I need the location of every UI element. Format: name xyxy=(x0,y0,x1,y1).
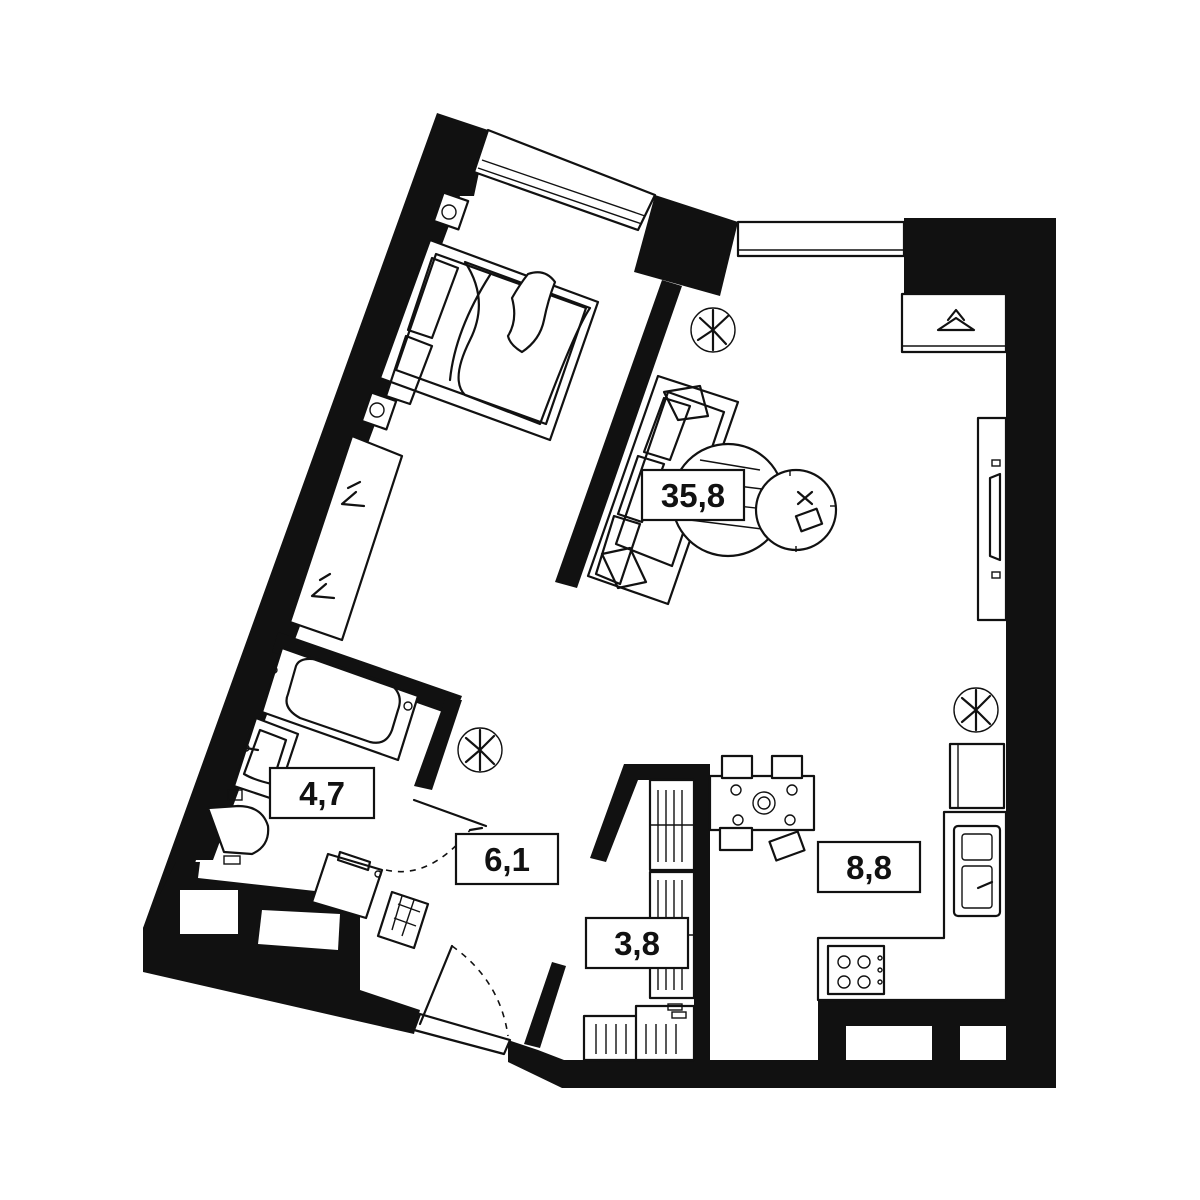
toilet xyxy=(206,789,270,865)
bed xyxy=(360,191,600,442)
entry-wardrobe xyxy=(900,292,1008,354)
plant xyxy=(690,307,736,353)
shoe-rack xyxy=(376,890,430,950)
area-label-storage: 3,8 xyxy=(584,916,690,970)
bathtub xyxy=(260,646,420,762)
area-label-kitchen: 8,8 xyxy=(816,840,922,894)
coffee-table xyxy=(754,468,838,552)
area-label-bathroom: 4,7 xyxy=(268,766,376,820)
washing-machine xyxy=(310,850,384,920)
fridge xyxy=(948,742,1006,810)
area-value-kitchen: 8,8 xyxy=(846,849,892,886)
hallway-plant xyxy=(457,727,503,773)
area-value-bathroom: 4,7 xyxy=(299,775,345,812)
tv-stand xyxy=(976,416,1008,622)
dining-table xyxy=(708,754,816,862)
area-value-storage: 3,8 xyxy=(614,925,660,962)
storage-shelves xyxy=(582,778,696,1062)
windows xyxy=(412,128,906,1056)
area-value-hallway: 6,1 xyxy=(484,841,530,878)
kitchen-plant xyxy=(953,687,999,733)
area-label-living-room: 35,8 xyxy=(640,468,746,522)
area-value-living-room: 35,8 xyxy=(661,477,725,514)
bedroom-wardrobe xyxy=(288,434,404,642)
area-label-hallway: 6,1 xyxy=(454,832,560,886)
kitchen-counter xyxy=(816,810,1008,1002)
